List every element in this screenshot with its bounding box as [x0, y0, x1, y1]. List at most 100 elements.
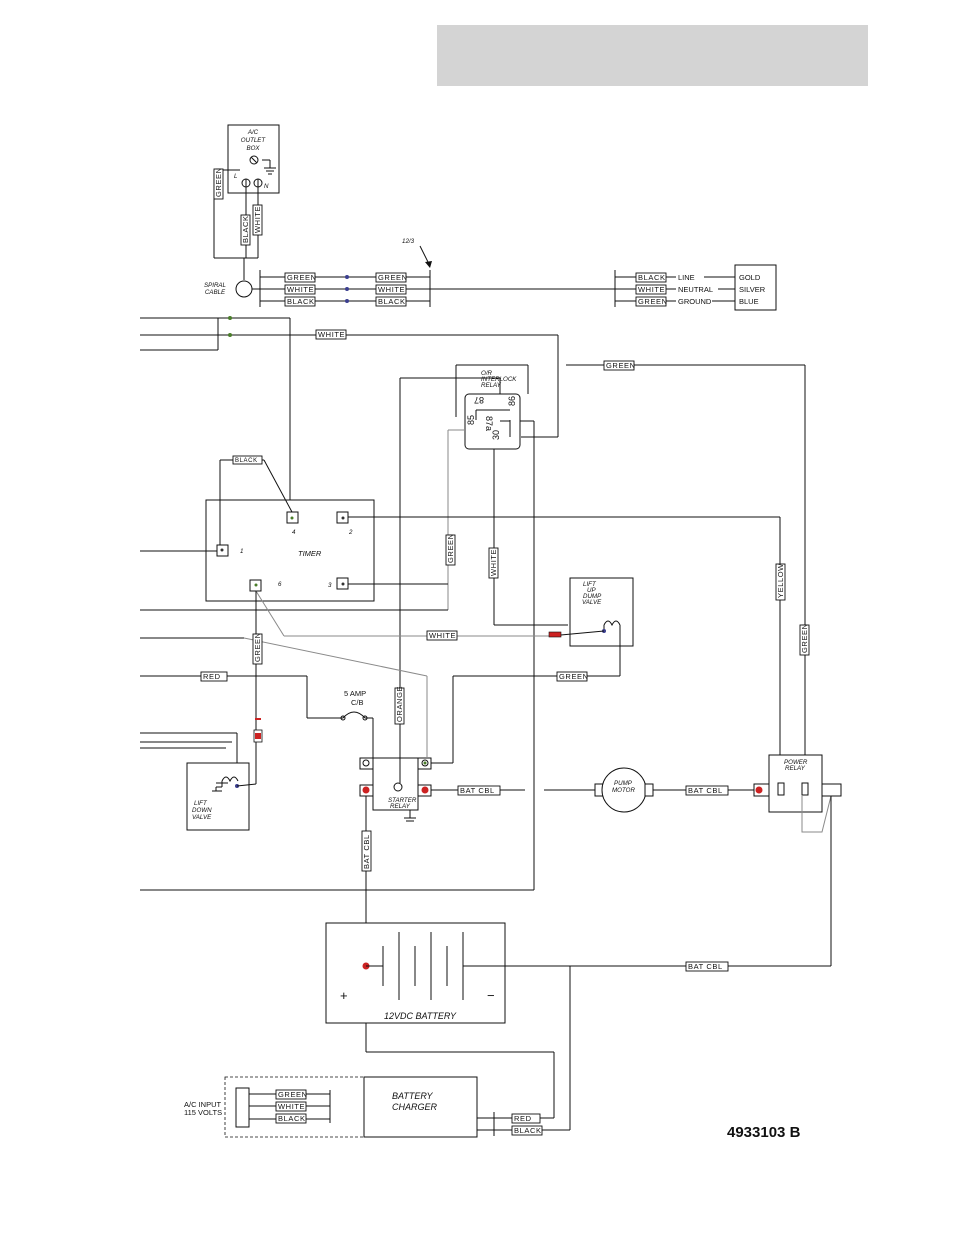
svg-text:WHITE: WHITE — [287, 285, 314, 294]
svg-text:GREEN: GREEN — [800, 623, 809, 653]
svg-text:BLACK: BLACK — [514, 1126, 542, 1135]
svg-text:87: 87 — [474, 395, 484, 405]
svg-text:6: 6 — [278, 581, 282, 588]
svg-text:SILVER: SILVER — [739, 285, 766, 294]
svg-text:OUTLET: OUTLET — [241, 137, 267, 144]
legend-row-neutral: WHITE NEUTRAL SILVER — [635, 284, 766, 295]
wire-label-charger-green: GREEN — [275, 1089, 308, 1100]
wire-label-timer-white: WHITE — [315, 329, 347, 340]
svg-text:GOLD: GOLD — [739, 273, 761, 282]
svg-text:GREEN: GREEN — [638, 297, 668, 306]
svg-text:A/C: A/C — [247, 129, 259, 136]
wire-label-spiral-black: BLACK — [284, 296, 316, 307]
wire-label-lift-green: GREEN — [252, 632, 263, 665]
wire-label-bat-cbl-vertical: BAT CBL — [361, 830, 372, 872]
ac-input-label: A/C INPUT — [184, 1100, 222, 1109]
svg-text:BLACK: BLACK — [278, 1114, 306, 1123]
wire-label-dump-white: WHITE — [426, 630, 458, 641]
wire-label-charger-white: WHITE — [275, 1101, 307, 1112]
wire-label-charger-black: BLACK — [275, 1113, 307, 1124]
wire-label-outlet-black: BLACK — [240, 214, 251, 246]
svg-text:+: + — [340, 988, 348, 1003]
circuit-breaker-icon — [342, 711, 366, 719]
svg-text:BAT CBL: BAT CBL — [688, 786, 723, 795]
svg-text:ORANGE: ORANGE — [395, 686, 404, 722]
wire-label-cable-green: GREEN — [375, 272, 407, 283]
ground-pin-icon — [249, 155, 259, 165]
legend-row-ground: GREEN GROUND BLUE — [635, 296, 759, 307]
legend-row-line: BLACK LINE GOLD — [635, 272, 761, 283]
ac-input-enclosure — [224, 1076, 365, 1138]
svg-text:30: 30 — [491, 430, 501, 440]
svg-text:3: 3 — [328, 582, 332, 589]
svg-text:WHITE: WHITE — [278, 1102, 305, 1111]
svg-text:CHARGER: CHARGER — [392, 1102, 438, 1112]
wire-label-spiral-green: GREEN — [284, 272, 316, 283]
wire-label-cable-black: BLACK — [375, 296, 407, 307]
svg-text:85: 85 — [466, 415, 476, 425]
battery: + − 12VDC BATTERY — [325, 922, 506, 1024]
svg-text:BLACK: BLACK — [235, 458, 258, 464]
legend-box — [734, 264, 777, 311]
wire-label-spiral-white: WHITE — [284, 284, 316, 295]
svg-text:BAT CBL: BAT CBL — [460, 786, 495, 795]
svg-text:BLACK: BLACK — [241, 215, 250, 243]
wire-label-timer-black: BLACK — [232, 455, 263, 465]
wire-label-dump-green: GREEN — [556, 671, 589, 682]
svg-text:WHITE: WHITE — [253, 206, 262, 233]
svg-text:BATTERY: BATTERY — [392, 1091, 434, 1101]
wire-label-relay-green-vertical: GREEN — [445, 533, 456, 566]
svg-text:WHITE: WHITE — [429, 631, 456, 640]
svg-text:BLACK: BLACK — [638, 273, 666, 282]
outlet-terminal-n: N — [264, 183, 269, 190]
svg-text:12VDC BATTERY: 12VDC BATTERY — [384, 1011, 457, 1021]
wire-label-charger-black-out: BLACK — [511, 1125, 543, 1136]
svg-text:NEUTRAL: NEUTRAL — [678, 285, 713, 294]
diode-icon — [548, 631, 562, 638]
svg-text:GREEN: GREEN — [606, 361, 636, 370]
svg-text:BLUE: BLUE — [739, 297, 759, 306]
wire-label-relay-green-top: GREEN — [603, 360, 636, 371]
wire-label-cable-white: WHITE — [375, 284, 407, 295]
svg-text:GROUND: GROUND — [678, 297, 712, 306]
outlet-terminal-l: L — [234, 173, 238, 180]
wire-label-charger-red: RED — [511, 1113, 541, 1124]
svg-text:−: − — [487, 988, 495, 1003]
wire-label-bat-cbl-starter: BAT CBL — [457, 785, 501, 796]
svg-text:WHITE: WHITE — [378, 285, 405, 294]
wire-label-yellow: YELLOW — [775, 563, 786, 601]
svg-text:LINE: LINE — [678, 273, 695, 282]
svg-text:RED: RED — [514, 1114, 532, 1123]
svg-text:4: 4 — [292, 529, 296, 536]
svg-text:WHITE: WHITE — [489, 549, 498, 576]
svg-text:GREEN: GREEN — [278, 1090, 308, 1099]
wire-label-green-right: GREEN — [799, 623, 810, 656]
svg-text:BLACK: BLACK — [378, 297, 406, 306]
svg-text:1: 1 — [240, 548, 243, 555]
wire-label-red: RED — [200, 671, 228, 682]
svg-text:2: 2 — [348, 529, 353, 536]
wire-label-outlet-green: GREEN — [213, 167, 224, 200]
timer: TIMER 1 4 2 6 3 — [205, 499, 375, 602]
svg-text:86: 86 — [507, 396, 517, 406]
svg-text:BAT CBL: BAT CBL — [362, 834, 371, 869]
svg-text:BOX: BOX — [246, 145, 260, 152]
svg-text:87a: 87a — [484, 416, 494, 431]
title-block-shading — [437, 25, 868, 86]
svg-text:WHITE: WHITE — [318, 330, 345, 339]
svg-text:YELLOW: YELLOW — [776, 563, 785, 598]
svg-text:GREEN: GREEN — [559, 672, 589, 681]
